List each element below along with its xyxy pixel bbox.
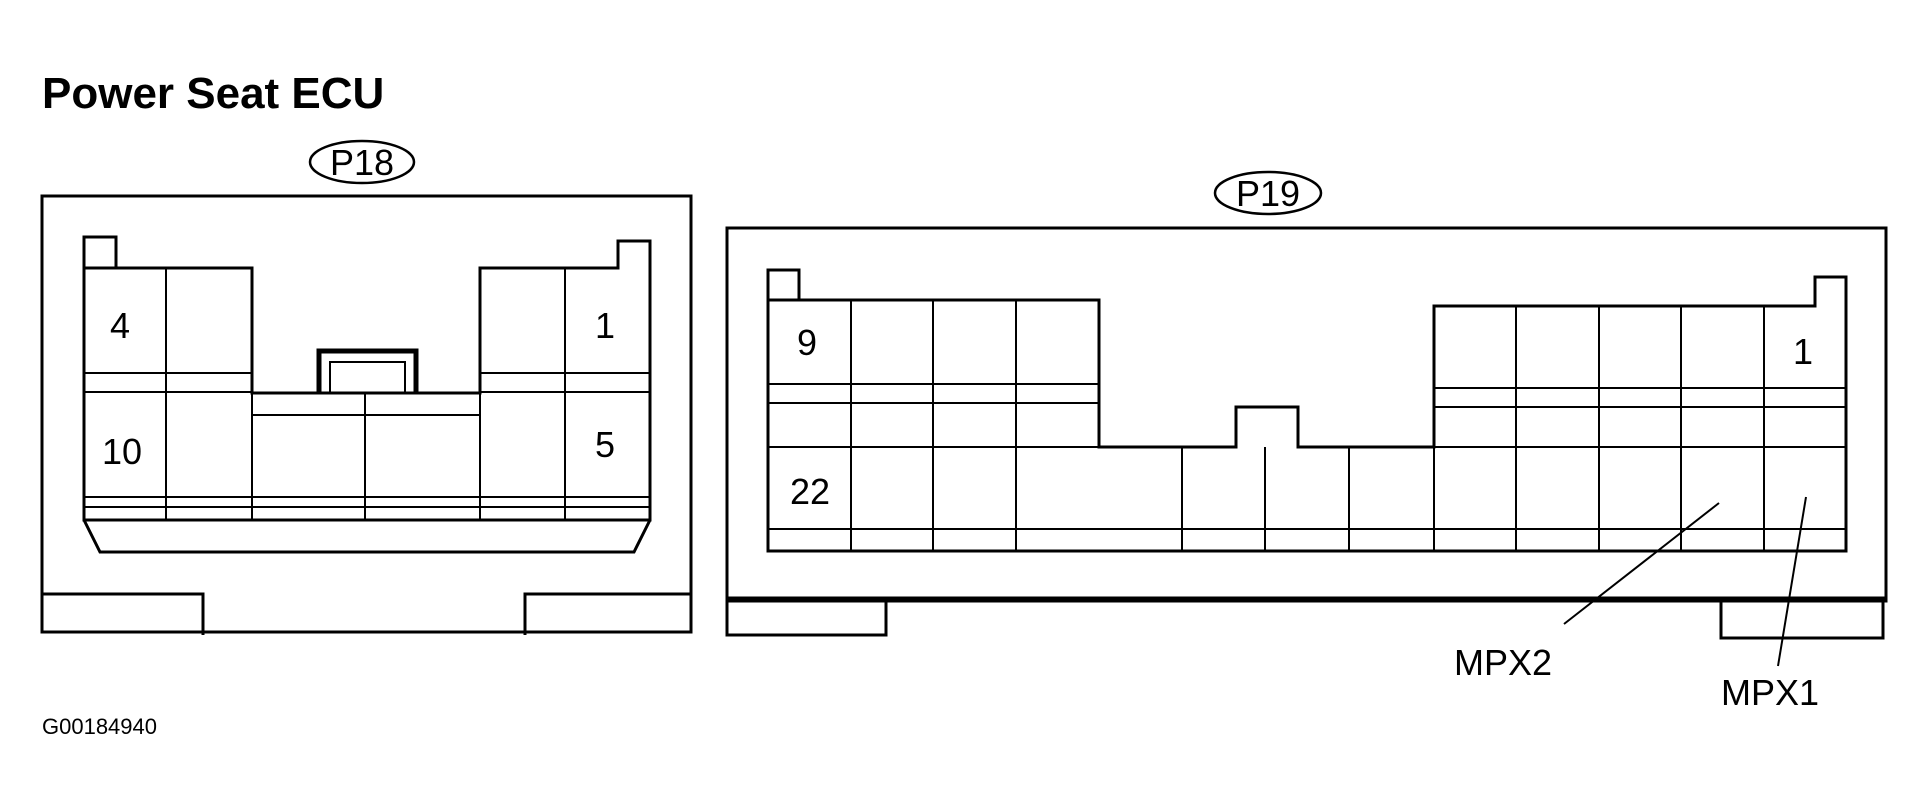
- connector-p18-label: P18: [330, 142, 394, 183]
- connector-p18-foot-right: [523, 592, 691, 635]
- p18-pin-4: 4: [110, 305, 130, 346]
- p18-pin-1: 1: [595, 305, 615, 346]
- connector-p19-foot-right: [1719, 600, 1885, 640]
- mpx1-leader-line: [1777, 496, 1807, 667]
- callout-mpx2: MPX2: [1454, 642, 1552, 683]
- p19-pin-22: 22: [790, 471, 830, 512]
- mpx2-leader-line: [1563, 502, 1720, 625]
- connector-p19-housing: [725, 226, 1888, 603]
- connector-p18-face: [82, 235, 652, 554]
- p19-pin-9: 9: [797, 322, 817, 363]
- connector-p19-foot-left: [725, 600, 888, 637]
- page-title: Power Seat ECU: [42, 69, 384, 118]
- p18-pin-10: 10: [102, 431, 142, 472]
- connector-p19-label-oval: [1213, 170, 1323, 216]
- p19-pin-1: 1: [1793, 331, 1813, 372]
- connector-p19: P19 9 1 22 MPX2 MPX1: [725, 170, 1888, 713]
- p18-pin-5: 5: [595, 424, 615, 465]
- connector-p18-foot-left: [42, 592, 205, 635]
- connector-p19-label: P19: [1236, 173, 1300, 214]
- figure-code: G00184940: [42, 714, 157, 739]
- connector-p18-housing: [40, 194, 693, 634]
- connector-p19-face: [766, 268, 1848, 553]
- connector-p18: P18 4 1 10 5: [40, 139, 693, 635]
- callout-mpx1: MPX1: [1721, 672, 1819, 713]
- connector-p18-label-oval: [308, 139, 416, 185]
